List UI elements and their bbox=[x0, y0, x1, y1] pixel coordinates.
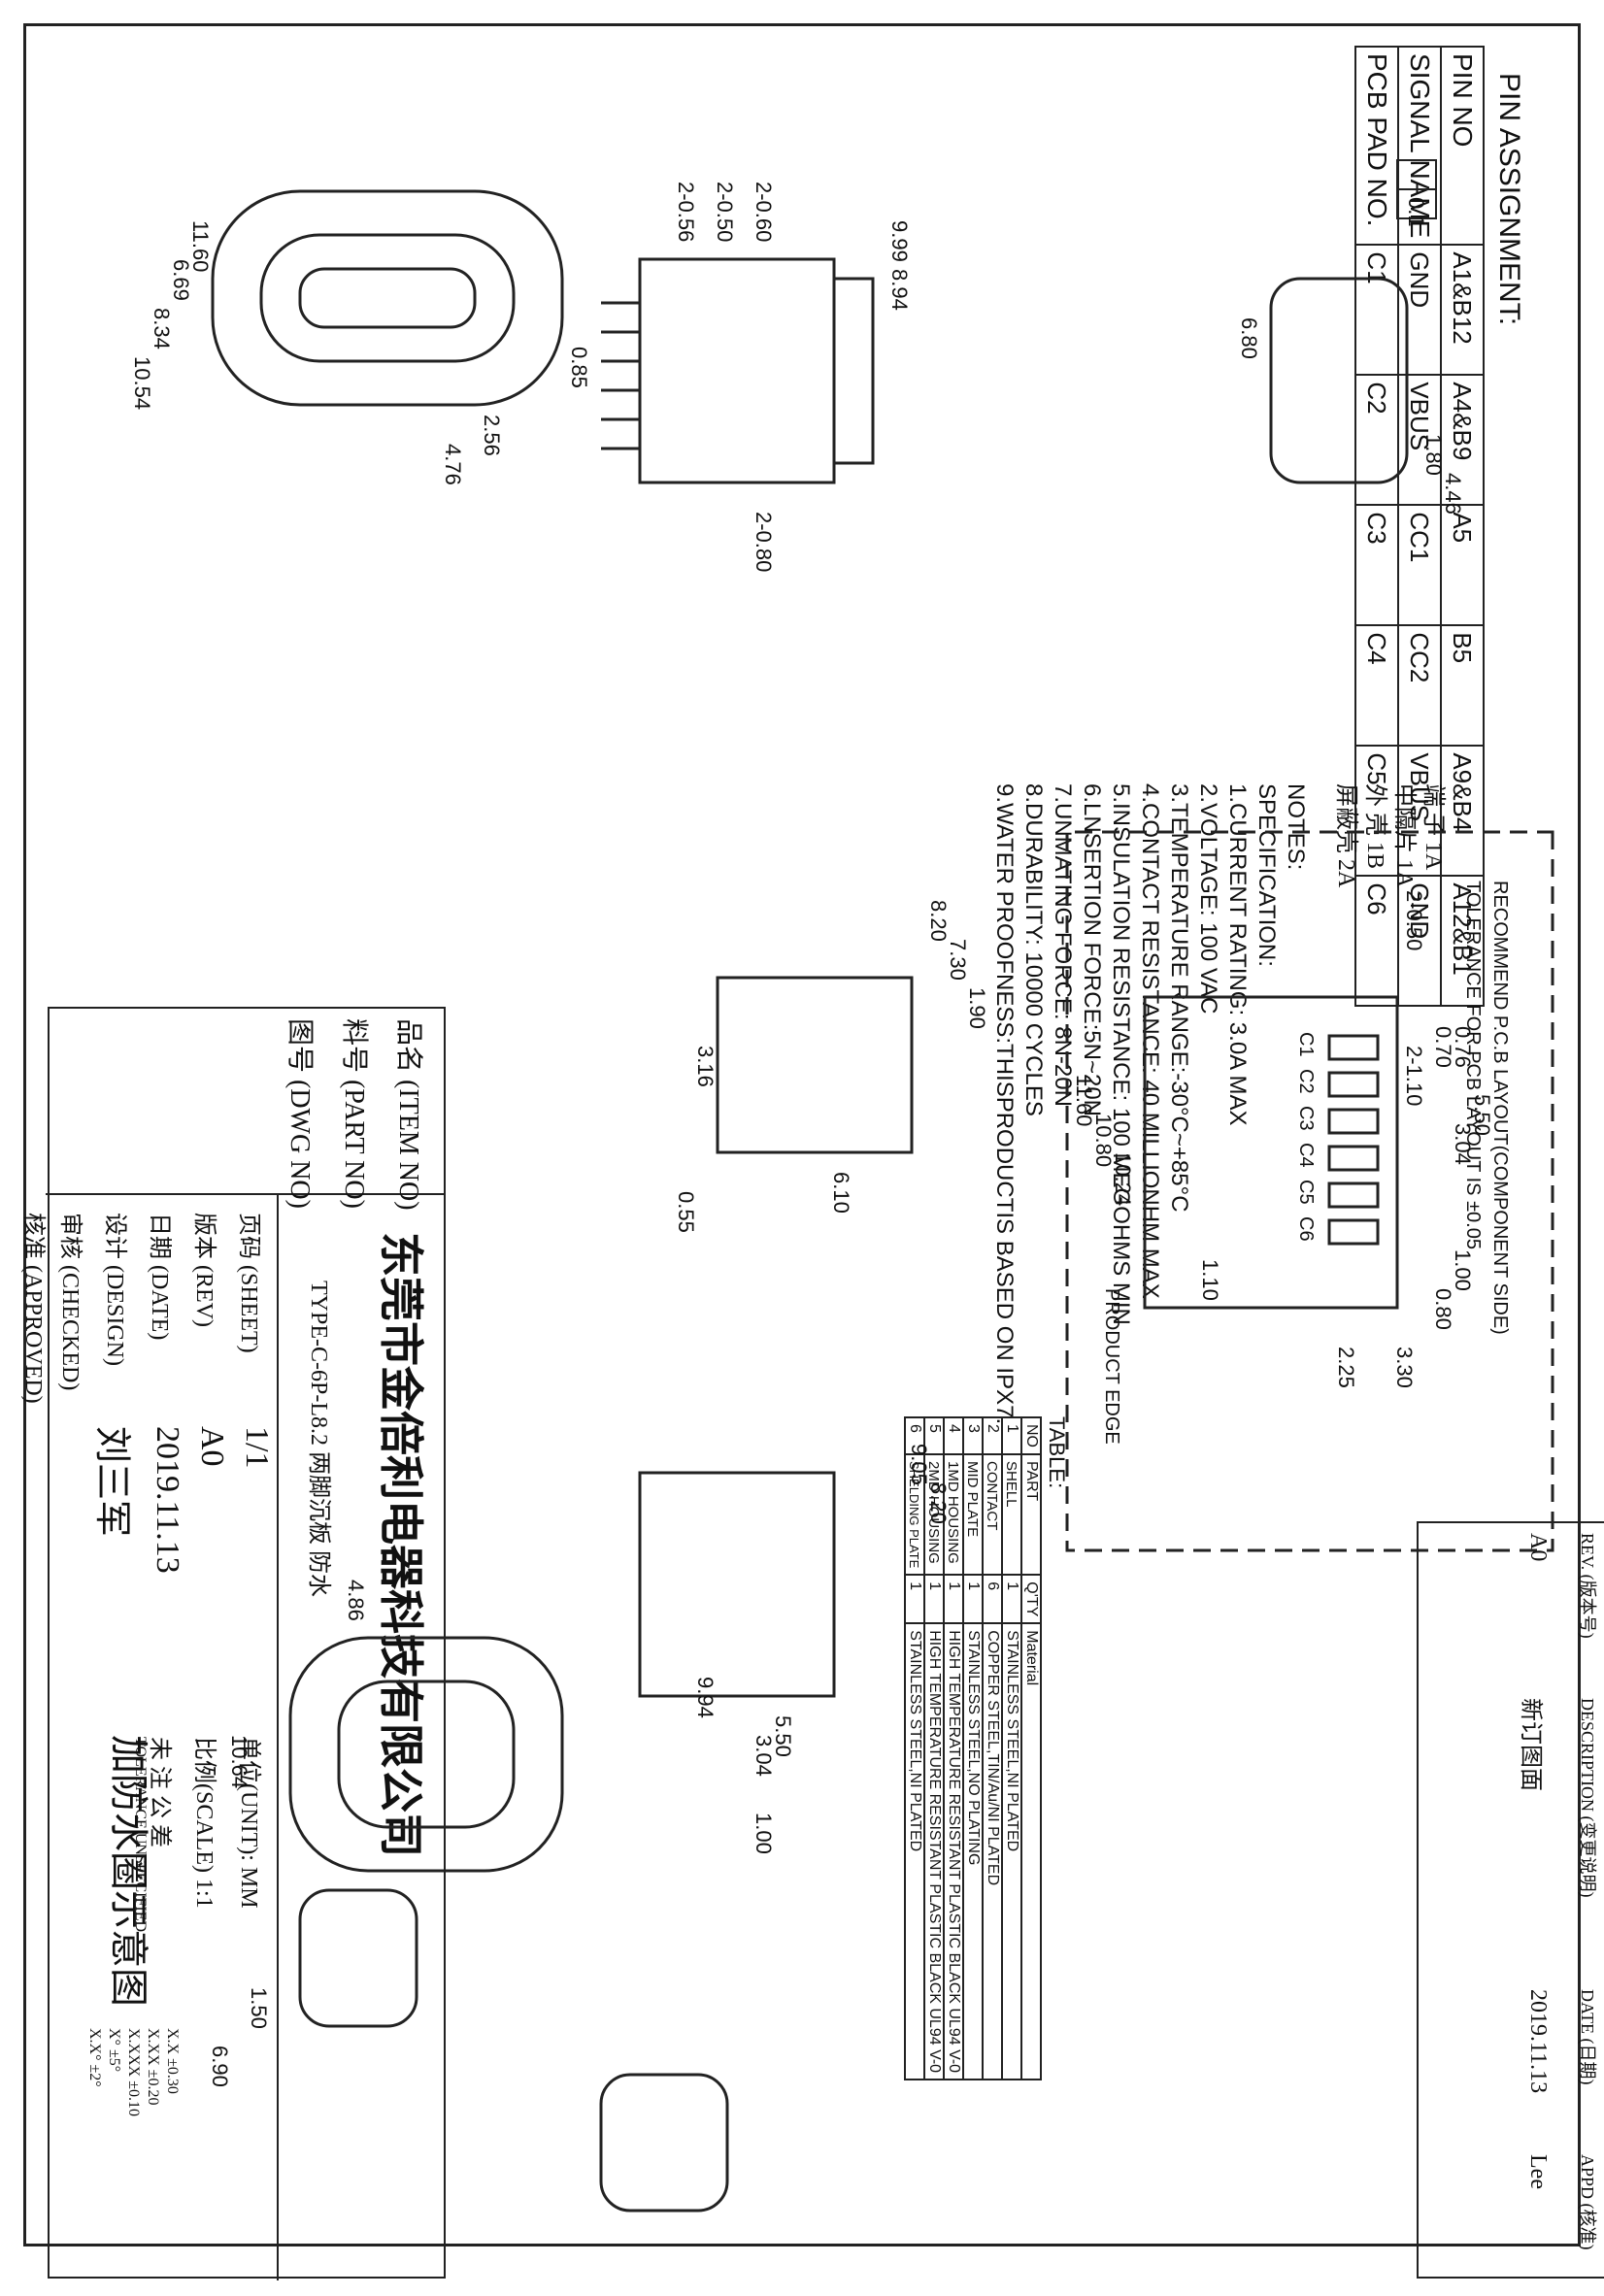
front-view-tongue bbox=[298, 267, 477, 329]
side-view-2-body bbox=[638, 1471, 836, 1698]
dim-label: 1.90 bbox=[965, 987, 989, 1029]
dim-label: 8.20 bbox=[926, 1482, 951, 1524]
top-view-body bbox=[716, 976, 914, 1154]
dim-label: 1.10 bbox=[1198, 1259, 1222, 1301]
dim-label: 8.34 bbox=[150, 308, 174, 349]
dim-label: 6.90 bbox=[208, 2046, 232, 2087]
dim-label: 8.20 bbox=[926, 900, 951, 942]
dim-label: 1.00 bbox=[1451, 1249, 1475, 1291]
waterproof-view-outline bbox=[288, 1636, 564, 1873]
dim-label: 7.30 bbox=[946, 939, 970, 981]
waterproof-view-inner bbox=[337, 1680, 516, 1829]
dim-label: 9.94 bbox=[693, 1677, 718, 1718]
back-view-outline bbox=[1269, 277, 1409, 484]
dim-label: 4.76 bbox=[441, 444, 465, 485]
dim-label: 4.46 bbox=[1441, 473, 1465, 515]
dim-label: 2-0.80 bbox=[752, 512, 776, 572]
pcb-layout-outline bbox=[1143, 995, 1399, 1310]
product-edge-label: PRODUCT EDGE bbox=[1101, 1288, 1122, 1445]
dim-label: 2-0.60 bbox=[752, 182, 776, 242]
iso-view-1 bbox=[298, 1888, 418, 2028]
dim-label: 5.50 bbox=[1470, 1094, 1494, 1136]
dim-label: 0.70 bbox=[1431, 1026, 1455, 1068]
dim-label: 3.16 bbox=[693, 1046, 718, 1087]
pcb-pad-label: C4 bbox=[1295, 1143, 1317, 1168]
dim-label: 10.24 bbox=[1111, 1152, 1135, 1206]
pcb-pad bbox=[1327, 1218, 1380, 1246]
pcb-pad bbox=[1327, 1145, 1380, 1172]
dim-label: 6.10 bbox=[829, 1172, 853, 1214]
front-view-outline bbox=[211, 189, 564, 407]
dim-label: 3.30 bbox=[1392, 1347, 1417, 1388]
dim-label: 0.85 bbox=[567, 347, 591, 388]
dim-label: 9.99 bbox=[887, 220, 912, 262]
pcb-pad-label: C3 bbox=[1295, 1106, 1317, 1131]
dim-label: 10.80 bbox=[1091, 1114, 1116, 1167]
dim-label: 0.80 bbox=[1431, 1288, 1455, 1330]
pcb-layout-frame bbox=[1065, 830, 1554, 1552]
dim-label: 0.55 bbox=[674, 1191, 698, 1233]
dim-label: 3.04 bbox=[752, 1735, 776, 1777]
pcb-pad bbox=[1327, 1034, 1380, 1061]
side-view-body bbox=[638, 257, 836, 484]
dim-label: 1.00 bbox=[752, 1813, 776, 1854]
dim-label: 2-0.50 bbox=[713, 182, 737, 242]
dim-label: 10.54 bbox=[130, 356, 154, 410]
dim-label: 6.69 bbox=[169, 259, 193, 301]
dim-label: 9.05 bbox=[907, 1444, 931, 1485]
dim-label: 11.60 bbox=[188, 220, 213, 272]
dim-label: 3.04 bbox=[1451, 1123, 1475, 1165]
dim-label: 1.80 bbox=[1421, 434, 1446, 476]
pcb-pad bbox=[1327, 1071, 1380, 1098]
pcb-pad-label: C6 bbox=[1295, 1216, 1317, 1242]
dim-label: 6.80 bbox=[1237, 317, 1261, 359]
flatness-value: 0.1 bbox=[1404, 197, 1428, 227]
drawing-sheet: PIN ASSIGNMENT: PIN NO A1&B12 A4&B9 A5 B… bbox=[20, 23, 1604, 2280]
pcb-pad-label: C1 bbox=[1295, 1032, 1317, 1057]
waterproof-label: 加防水圈示意图 bbox=[107, 1735, 150, 2007]
drawing-views: C1 C2 C3 C4 C5 C6 RECOMMEND P.C.B LAYOUT… bbox=[107, 159, 1554, 2213]
dim-label: 2.25 bbox=[1334, 1347, 1358, 1388]
dim-label: 2-0.56 bbox=[674, 182, 698, 242]
pcb-pad-label: C5 bbox=[1295, 1180, 1317, 1205]
pcb-tolerance: TOLERANCE FOR PCB LAYOUT IS ±0.05 bbox=[1462, 881, 1484, 1249]
pcb-layout-label: RECOMMEND P.C.B LAYOUT(COMPONENT SIDE) bbox=[1489, 881, 1511, 1335]
side-view-front bbox=[832, 277, 875, 465]
dim-label: 2.56 bbox=[480, 415, 504, 456]
pcb-pad bbox=[1327, 1181, 1380, 1209]
dim-label: 11.60 bbox=[1072, 1075, 1096, 1126]
dim-label: 5.50 bbox=[771, 1715, 795, 1757]
dim-label: 1.50 bbox=[247, 1987, 271, 2029]
dim-label: 2-1.10 bbox=[1402, 1046, 1426, 1106]
rotated-drawing: PIN ASSIGNMENT: PIN NO A1&B12 A4&B9 A5 B… bbox=[20, 26, 1604, 2296]
flatness-symbol: 0.1 bbox=[1396, 159, 1437, 227]
dim-label: 10.64 bbox=[227, 1735, 251, 1788]
pcb-pad bbox=[1327, 1108, 1380, 1135]
dim-label: 2-0.50 bbox=[1402, 890, 1426, 950]
dim-label: 8.94 bbox=[887, 269, 912, 311]
dim-label: 4.86 bbox=[344, 1580, 368, 1621]
iso-view-2 bbox=[599, 2073, 729, 2213]
pcb-pad-label: C2 bbox=[1295, 1069, 1317, 1094]
dim-label: 0.76 bbox=[1451, 1026, 1475, 1068]
front-view-inner bbox=[259, 233, 516, 363]
